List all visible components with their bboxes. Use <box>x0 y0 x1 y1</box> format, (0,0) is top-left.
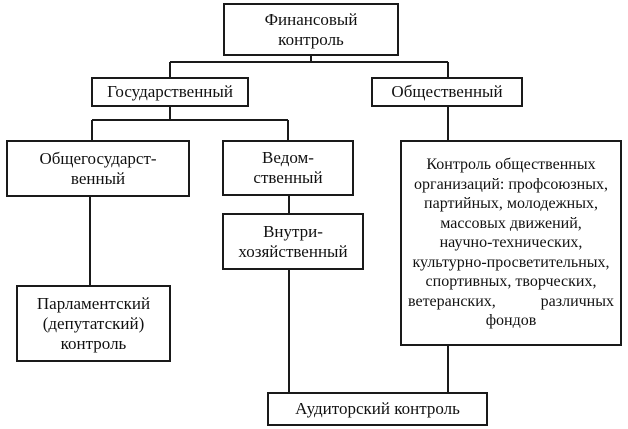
public-orgs-box: Контроль общественных организаций: профс… <box>400 140 622 346</box>
audit-box: Аудиторский контроль <box>267 392 488 426</box>
parliamentary-box: Парламентский (депутатский) контроль <box>16 285 171 362</box>
state-box: Государственный <box>91 77 249 107</box>
departmental-box: Ведом- ственный <box>222 140 354 196</box>
root-box: Финансовый контроль <box>223 3 399 56</box>
intra-economic-box: Внутри- хозяйственный <box>222 213 364 270</box>
public-box: Общественный <box>371 77 523 107</box>
general-state-box: Общегосударст- венный <box>6 140 190 197</box>
